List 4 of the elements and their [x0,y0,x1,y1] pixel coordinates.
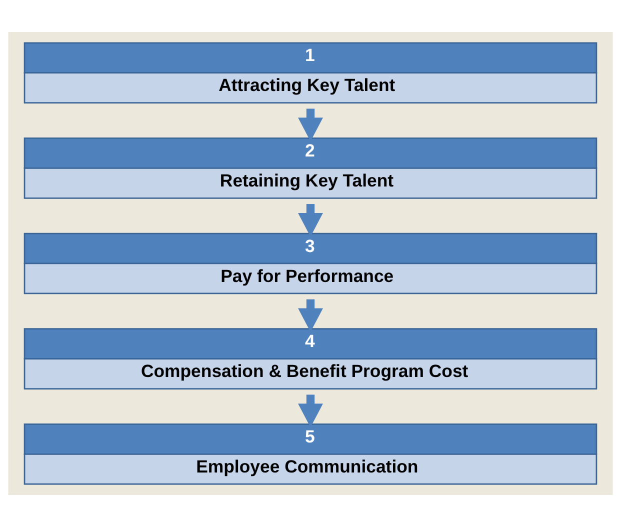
arrow [298,204,323,237]
arrow [298,108,323,142]
arrow [298,394,323,428]
arrow [298,299,323,332]
